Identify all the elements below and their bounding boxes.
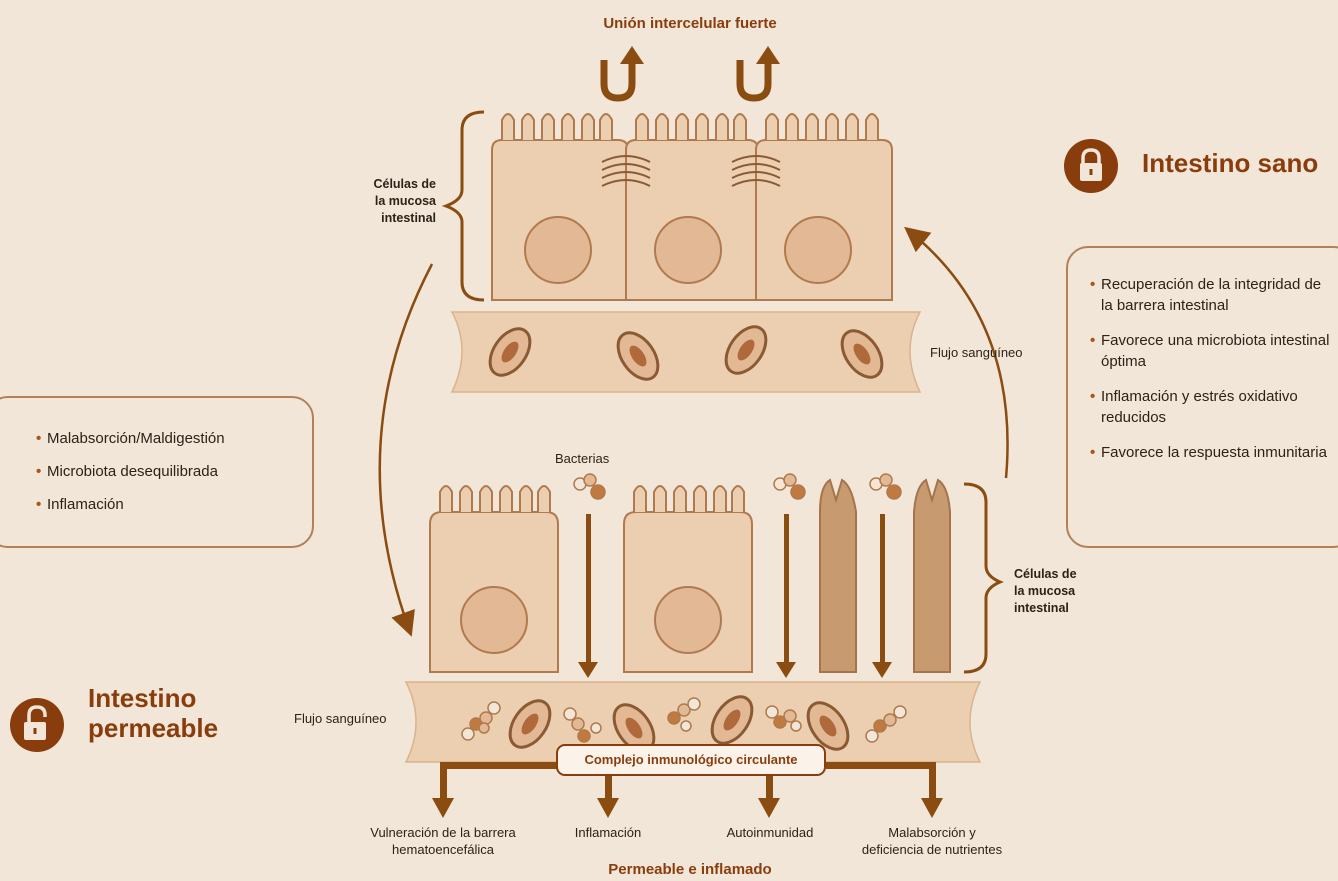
immune-complex-label: Complejo inmunológico circulante (556, 744, 826, 776)
healthy-cell (625, 113, 759, 301)
bacteria-arrow (776, 514, 796, 678)
cells-label-bottom: Células de la mucosa intestinal (1014, 566, 1104, 617)
outcome-line: hematoencefálica (392, 842, 494, 857)
bacteria-in-blood (667, 697, 701, 732)
healthy-epithelium (491, 113, 893, 301)
bacteria-label: Bacterias (555, 451, 610, 466)
healthy-benefits-box: Recuperación de la integridad de la barr… (1066, 246, 1338, 548)
bottom-title: Permeable e inflamado (608, 861, 772, 878)
unlocked-padlock-icon (10, 698, 64, 752)
cells-label-top: Células de la mucosa intestinal (346, 176, 436, 227)
outcome-label: Inflamación (548, 824, 668, 841)
cycle-arrow-down (378, 263, 434, 637)
locked-padlock-icon (1064, 139, 1118, 193)
outcome-label: Autoinmunidad (705, 824, 835, 841)
damaged-cell (913, 478, 951, 673)
outcome-line: Vulneración de la barrera (370, 825, 516, 840)
reflect-arrow-icon (600, 60, 772, 102)
leaky-item: Microbiota desequilibrada (36, 461, 312, 482)
tight-junction (601, 155, 781, 187)
healthy-item: Recuperación de la integridad de la barr… (1090, 274, 1330, 316)
cycle-arrow-up (904, 226, 1009, 479)
leaky-effects-box: Malabsorción/Maldigestión Microbiota des… (0, 396, 314, 548)
outcome-line: Inflamación (574, 825, 642, 840)
blood-flow-label-bottom: Flujo sanguíneo (294, 711, 387, 726)
bacteria-arrow (578, 514, 598, 678)
leaky-cell (429, 485, 559, 673)
cells-bracket (441, 110, 485, 302)
bacteria-cluster (573, 473, 606, 500)
leaky-cell (623, 485, 753, 673)
bacteria-cluster (869, 473, 902, 500)
cells-label-top-line: intestinal (381, 211, 436, 225)
cells-label-top-line: la mucosa (374, 194, 436, 208)
bacteria-in-blood (865, 705, 907, 743)
bacteria-in-blood (461, 701, 501, 741)
cells-label-bottom-line: intestinal (1014, 601, 1069, 615)
reflect-arrow-icon (756, 46, 780, 64)
outcome-line: Malabsorción y (888, 825, 976, 840)
red-blood-cell (508, 699, 552, 749)
leaky-title: Intestino permeable (88, 683, 218, 743)
top-title: Unión intercelular fuerte (603, 15, 777, 32)
leaky-item: Malabsorción/Maldigestión (36, 428, 312, 449)
reflect-arrow-icon (620, 46, 644, 64)
red-blood-cell (616, 331, 660, 381)
bacteria-in-blood (563, 707, 602, 743)
red-blood-cell (710, 695, 754, 745)
cells-bracket (963, 482, 1004, 674)
outcome-line: deficiencia de nutrientes (861, 842, 1003, 857)
blood-flow-label-top: Flujo sanguíneo (930, 345, 1023, 360)
leaky-title-line: Intestino (88, 683, 197, 713)
healthy-cell (491, 113, 629, 301)
bacteria-cluster (773, 473, 806, 500)
bacteria-in-blood (765, 705, 802, 732)
red-blood-cell (488, 327, 532, 377)
outcome-label: Vulneración de la barrera hematoencefáli… (343, 824, 543, 858)
blood-vessel (450, 311, 922, 393)
leaky-title-line: permeable (88, 713, 219, 743)
red-blood-cell (724, 325, 768, 375)
outcome-line: Autoinmunidad (726, 825, 814, 840)
healthy-title: Intestino sano (1142, 148, 1319, 178)
healthy-cell (755, 113, 893, 301)
outcome-tree (432, 762, 943, 818)
red-blood-cell (840, 329, 884, 379)
bacteria-arrow (872, 514, 892, 678)
damaged-cell (819, 478, 857, 673)
cells-label-top-line: Células de (373, 177, 436, 191)
outcome-label: Malabsorción y deficiencia de nutrientes (832, 824, 1032, 858)
cells-label-bottom-line: la mucosa (1014, 584, 1076, 598)
healthy-item: Favorece una microbiota intestinal óptim… (1090, 330, 1330, 372)
red-blood-cell (806, 701, 850, 751)
cells-label-bottom-line: Células de (1014, 567, 1077, 581)
leaky-item: Inflamación (36, 494, 312, 515)
healthy-item: Inflamación y estrés oxidativo reducidos (1090, 386, 1330, 428)
healthy-item: Favorece la respuesta inmunitaria (1090, 442, 1330, 463)
